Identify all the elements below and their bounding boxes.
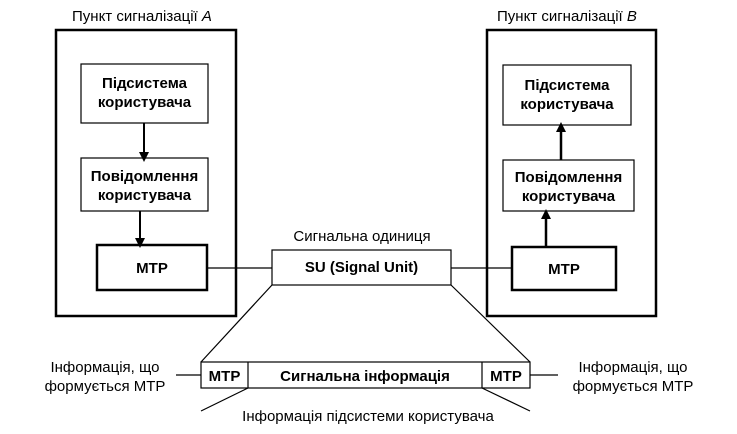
annotation-right-line2: формується MTP bbox=[573, 378, 694, 395]
point-b-user-subsystem-line1: Підсистема bbox=[525, 77, 611, 94]
point-a-mtp-label: MTP bbox=[136, 260, 168, 277]
point-a-title: Пункт сигналізації A bbox=[72, 8, 212, 25]
point-a-user-message-line2: користувача bbox=[98, 187, 192, 204]
annotation-left-line2: формується MTP bbox=[45, 378, 166, 395]
point-a-user-subsystem-line2: користувача bbox=[98, 94, 192, 111]
signal-unit-label: SU (Signal Unit) bbox=[305, 259, 418, 276]
point-a-user-message-box bbox=[80, 157, 209, 212]
point-b-user-subsystem-line2: користувача bbox=[520, 96, 614, 113]
signal-unit-box bbox=[271, 249, 452, 286]
point-b-user-message-box bbox=[502, 159, 635, 212]
annotation-bottom-pointer-right bbox=[481, 387, 531, 412]
point-b-user-subsystem-box bbox=[502, 64, 632, 126]
frame-field-signal-info: Сигнальна інформація bbox=[280, 368, 450, 385]
signal-unit-caption: Сигнальна одиниця bbox=[293, 228, 430, 245]
point-b-title: Пункт сигналізації B bbox=[497, 8, 637, 25]
annotation-left-line1: Інформація, що bbox=[50, 359, 159, 376]
point-a-frame bbox=[54, 28, 238, 318]
point-b-mtp-label: MTP bbox=[548, 261, 580, 278]
point-b-frame bbox=[485, 28, 658, 318]
annotation-bottom-pointer-left bbox=[200, 387, 249, 412]
annotation-bottom: Інформація підсистеми користувача bbox=[242, 408, 494, 425]
point-a-user-subsystem-line1: Підсистема bbox=[102, 75, 188, 92]
frame-field-mtp-left: MTP bbox=[209, 368, 241, 385]
point-b-user-message-line2: користувача bbox=[522, 188, 616, 205]
frame-field-mtp-right: MTP bbox=[490, 368, 522, 385]
point-b-user-message-line1: Повідомлення bbox=[515, 169, 622, 186]
expand-line-right bbox=[450, 284, 531, 363]
expand-line-left bbox=[200, 284, 273, 363]
annotation-right-line1: Інформація, що bbox=[578, 359, 687, 376]
point-a-user-message-line1: Повідомлення bbox=[91, 168, 198, 185]
